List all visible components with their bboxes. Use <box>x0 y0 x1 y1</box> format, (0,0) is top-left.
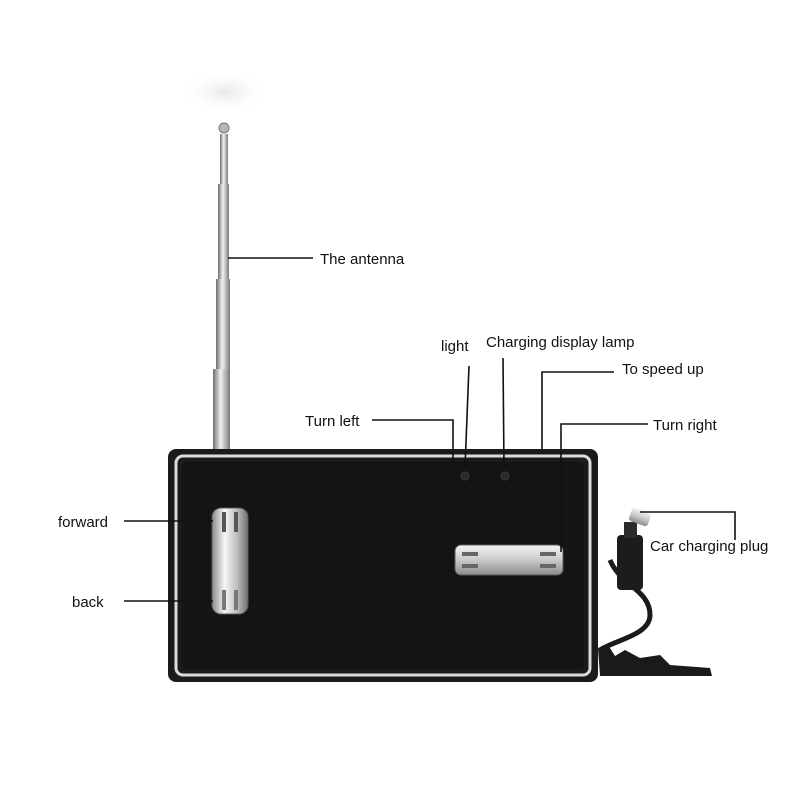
leader-light <box>464 365 470 469</box>
antenna <box>213 122 230 451</box>
label-turn-left: Turn left <box>305 413 360 430</box>
leader-lines <box>124 257 736 602</box>
car-charging-plug <box>598 507 653 653</box>
label-back: back <box>72 594 104 611</box>
label-forward: forward <box>58 514 109 531</box>
steering-lever[interactable] <box>454 544 564 576</box>
antenna-glow <box>180 70 270 114</box>
stand-bracket <box>598 645 712 676</box>
charging-lamp-indicator <box>500 471 510 481</box>
label-antenna: The antenna <box>320 251 405 268</box>
light-indicator <box>460 471 470 481</box>
leader-car-plug <box>640 511 736 540</box>
leader-speed-up <box>541 371 614 449</box>
remote-body <box>168 449 598 682</box>
label-light: light <box>441 338 469 355</box>
label-turn-right: Turn right <box>653 417 717 434</box>
label-car-charging-plug: Car charging plug <box>650 538 769 555</box>
forward-back-lever[interactable] <box>211 507 249 615</box>
leader-turn-right <box>560 423 648 552</box>
leader-charging-lamp <box>502 357 505 469</box>
leader-turn-left <box>372 419 454 552</box>
label-charging-lamp: Charging display lamp <box>486 334 635 351</box>
label-speed-up: To speed up <box>622 361 704 378</box>
